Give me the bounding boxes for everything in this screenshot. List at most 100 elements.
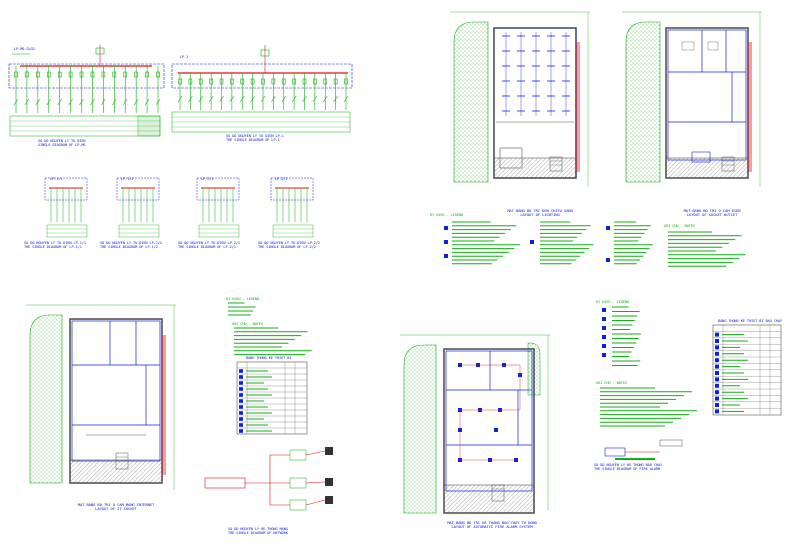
legend-symbol <box>602 335 606 339</box>
breaker-symbol <box>313 78 317 85</box>
table-symbol <box>715 390 719 395</box>
fire-legend-title: KY HIEU - LEGEND <box>596 300 630 304</box>
fire-equipment-table <box>712 324 782 416</box>
breaker-symbol <box>112 71 117 78</box>
it-notes-title: GHI CHU - NOTES <box>232 322 263 326</box>
table-symbol <box>239 381 243 385</box>
breaker-symbol <box>198 78 203 85</box>
breaker-tick <box>155 98 161 106</box>
it-socket-layout-title: MAT BANG BO TRI O CAM MANG INTERNET LAYO… <box>46 503 186 511</box>
breaker-symbol <box>333 78 338 85</box>
table-symbol <box>239 399 243 403</box>
table-symbol <box>715 358 719 363</box>
sub-panel-3-subcaption: THE SINGLE DIAGRAM OF LP-2/1 <box>178 245 236 249</box>
lighting-layout-subtitle: LAYOUT OF LIGHTING <box>520 212 560 217</box>
table-symbol <box>239 393 243 397</box>
breaker-tick <box>291 95 297 103</box>
table-symbol <box>239 375 243 379</box>
breaker-tick <box>79 98 84 106</box>
breaker-tick <box>312 95 318 103</box>
table-symbol <box>715 351 719 356</box>
breaker-tick <box>13 98 19 106</box>
main-panel-b-subcaption: THE SINGLE DIAGRAM OF LP-1 <box>226 138 280 142</box>
socket-layout-title-text: MAT BANG BO TRI O CAM DIEN <box>683 208 741 213</box>
legend-symbol <box>444 226 448 230</box>
socket-layout-title: MAT BANG BO TRI O CAM DIEN LAYOUT OF SOC… <box>652 209 772 217</box>
breaker-symbol <box>123 71 128 78</box>
breaker-symbol <box>281 78 286 85</box>
sub-panel-table <box>118 224 160 238</box>
table-symbol <box>715 339 719 343</box>
breaker-symbol <box>134 71 138 78</box>
breaker-tick <box>323 95 328 103</box>
breaker-symbol <box>261 78 265 85</box>
legend-symbol <box>602 317 606 321</box>
breaker-tick <box>343 95 349 103</box>
smoke-detector-icon <box>494 428 498 432</box>
breaker-tick <box>90 98 95 106</box>
breaker-symbol <box>230 78 234 85</box>
breaker-tick <box>57 98 62 106</box>
sub-panel-2-caption: SO DO NGUYEN LY TU DIEN LP-1/2 <box>100 241 162 245</box>
fire-legend-block <box>600 306 697 427</box>
breaker-tick <box>188 95 193 103</box>
table-symbol <box>239 387 243 391</box>
table-symbol <box>239 423 243 427</box>
sub-panel-4-name: LP-2/2 <box>275 177 288 181</box>
fire-alarm-layout-title: MAT BANG BO TRI HE THONG BAO CHAY TU DON… <box>404 521 580 529</box>
breaker-symbol <box>188 78 193 85</box>
sub-panel-2-subcaption: THE SINGLE DIAGRAM OF LP-1/2 <box>100 245 158 249</box>
sub-panel-4-caption: SO DO NGUYEN LY TU DIEN LP-2/2 <box>258 241 320 245</box>
breaker-tick <box>240 95 245 103</box>
breaker-symbol <box>79 71 84 78</box>
breaker-tick <box>302 95 307 103</box>
breaker-symbol <box>323 78 328 85</box>
it-notes-block <box>228 302 312 356</box>
breaker-tick <box>198 95 203 103</box>
fire-alarm-layout-plan <box>400 334 550 514</box>
table-symbol <box>715 396 719 401</box>
breaker-symbol <box>101 71 106 78</box>
legend-symbol <box>444 254 448 258</box>
it-socket-layout-plan <box>26 304 176 490</box>
sub-panel-table <box>272 224 314 238</box>
breaker-tick <box>208 95 214 103</box>
it-equipment-table-title: BANG THONG KE THIET BI <box>246 356 292 360</box>
legend-symbol <box>602 344 606 348</box>
main-panel-b-schematic <box>171 45 353 133</box>
breaker-tick <box>68 98 73 106</box>
sub-panel-table <box>46 224 88 238</box>
breaker-symbol <box>209 78 213 85</box>
network-diagram-subcaption: THE SINGLE DIAGRAM OF NETWORK <box>228 531 288 535</box>
fire-alarm-layout-title-text: MAT BANG BO TRI HE THONG BAO CHAY TU DON… <box>447 520 537 525</box>
breaker-symbol <box>271 78 276 85</box>
network-riser-diagram <box>204 447 333 511</box>
table-symbol <box>715 371 719 375</box>
table-symbol <box>239 411 243 415</box>
breaker-tick <box>112 98 117 106</box>
lighting-notes-title: GHI CHU - NOTES <box>664 224 695 228</box>
sub-panel-table <box>198 224 240 238</box>
breaker-symbol <box>302 78 307 85</box>
breaker-tick <box>46 98 52 106</box>
breaker-tick <box>24 98 30 106</box>
legend-symbol <box>602 326 606 330</box>
legend-symbol <box>602 353 606 357</box>
socket-layout-plan <box>622 11 762 187</box>
legend-symbol <box>602 308 606 312</box>
breaker-symbol <box>156 71 160 78</box>
breaker-symbol <box>250 78 255 85</box>
it-socket-layout-subtitle: LAYOUT OF IT SOCKET <box>95 506 137 511</box>
main-panel-b-name: LP-1 <box>180 55 189 59</box>
sub-panel-3-caption: SO DO NGUYEN LY TU DIEN LP-2/1 <box>178 241 240 245</box>
breaker-symbol <box>292 78 296 85</box>
breaker-tick <box>101 98 106 106</box>
breaker-tick <box>229 95 235 103</box>
main-panel-a-subcaption: SINGLE DIAGRAM OF LP-MS <box>38 143 86 147</box>
table-symbol <box>239 369 243 373</box>
breaker-symbol <box>68 71 73 78</box>
main-panel-a-name: LP-MS-GLO2 <box>14 47 35 51</box>
fire-alarm-diagram-caption: SO DO NGUYEN LY HE THONG BAO CHAY <box>594 463 663 467</box>
breaker-tick <box>260 95 266 103</box>
